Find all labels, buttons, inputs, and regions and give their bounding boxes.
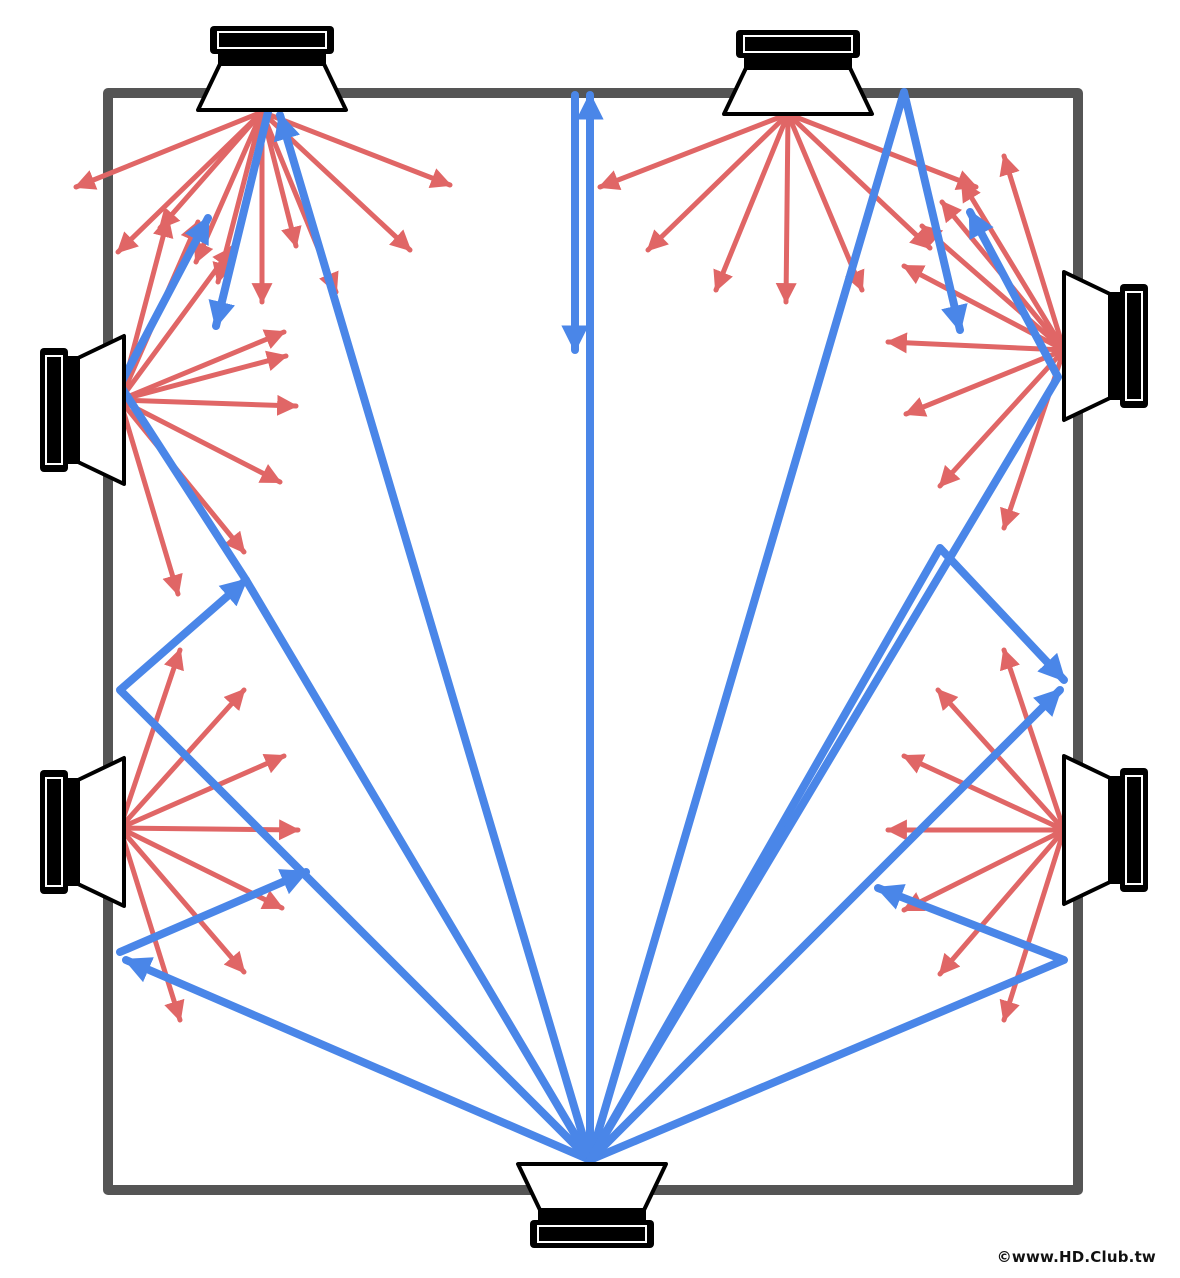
reflection-arrow <box>117 753 287 831</box>
reflection-arrow <box>117 394 299 416</box>
reflection-arrow <box>885 332 1067 354</box>
reflection-arrow <box>999 827 1067 1023</box>
direct-sound-arrow <box>116 868 310 956</box>
reflection-arrow <box>117 397 183 597</box>
reflection-arrow <box>919 223 1067 353</box>
reflection-arrow <box>785 111 933 251</box>
speaker-bottom-center-icon <box>516 1162 668 1248</box>
reflection-arrow <box>1000 647 1067 833</box>
reflection-arrow <box>73 109 265 190</box>
speaker-left-lower-icon <box>40 756 126 908</box>
reflection-arrow <box>117 825 185 1023</box>
reflection-arrow <box>117 245 235 403</box>
reflection-arrow <box>785 111 979 190</box>
direct-sound-arrow <box>116 576 594 1164</box>
reflection-arrow <box>713 111 791 293</box>
direct-sound-arrow <box>586 884 1068 1164</box>
reflection-arrow <box>117 350 289 403</box>
reflection-arrow <box>903 347 1067 417</box>
reflection-arrow <box>117 329 287 403</box>
reflection-arrow <box>937 347 1067 489</box>
reflection-arrow <box>597 111 791 190</box>
direct-sound-arrow <box>586 208 1062 1164</box>
direct-sound-arrow <box>586 88 968 1164</box>
reflection-arrow <box>937 827 1067 977</box>
reflection-arrow <box>999 153 1067 353</box>
reflection-arrow <box>935 687 1067 833</box>
reflection-arrow <box>117 825 247 975</box>
direct-sound-arrow <box>116 214 594 1164</box>
reflection-arrow <box>117 647 184 831</box>
reflection-arrow <box>117 819 301 841</box>
reflection-arrow <box>645 111 791 253</box>
speaker-left-upper-icon <box>40 334 126 486</box>
direct-sound-arrow <box>586 544 1068 1164</box>
reflection-arrow <box>785 111 865 293</box>
reflection-arrow <box>117 397 283 485</box>
direct-sound-arrows <box>116 88 1068 1164</box>
reflection-arrow <box>901 753 1067 833</box>
direct-sound-arrow <box>586 686 1064 1164</box>
watermark: ©www.HD.Club.tw <box>996 1248 1156 1266</box>
speakers <box>40 26 1148 1248</box>
speaker-right-upper-icon <box>1062 270 1148 422</box>
direct-sound-arrow <box>122 956 594 1164</box>
reflection-arrow <box>117 687 247 831</box>
reflection-arrow <box>259 109 302 249</box>
speaker-top-right-icon <box>722 30 874 116</box>
speaker-right-lower-icon <box>1062 754 1148 906</box>
reflection-arrow <box>157 109 265 231</box>
direct-sound-arrow <box>273 111 594 1164</box>
reflection-arrow <box>115 109 265 255</box>
reflection-arrow <box>901 827 1067 913</box>
speaker-top-left-icon <box>196 26 348 112</box>
direct-sound-arrow <box>208 108 272 330</box>
reflection-arrow <box>775 111 797 305</box>
reflection-arrows <box>73 109 1067 1023</box>
